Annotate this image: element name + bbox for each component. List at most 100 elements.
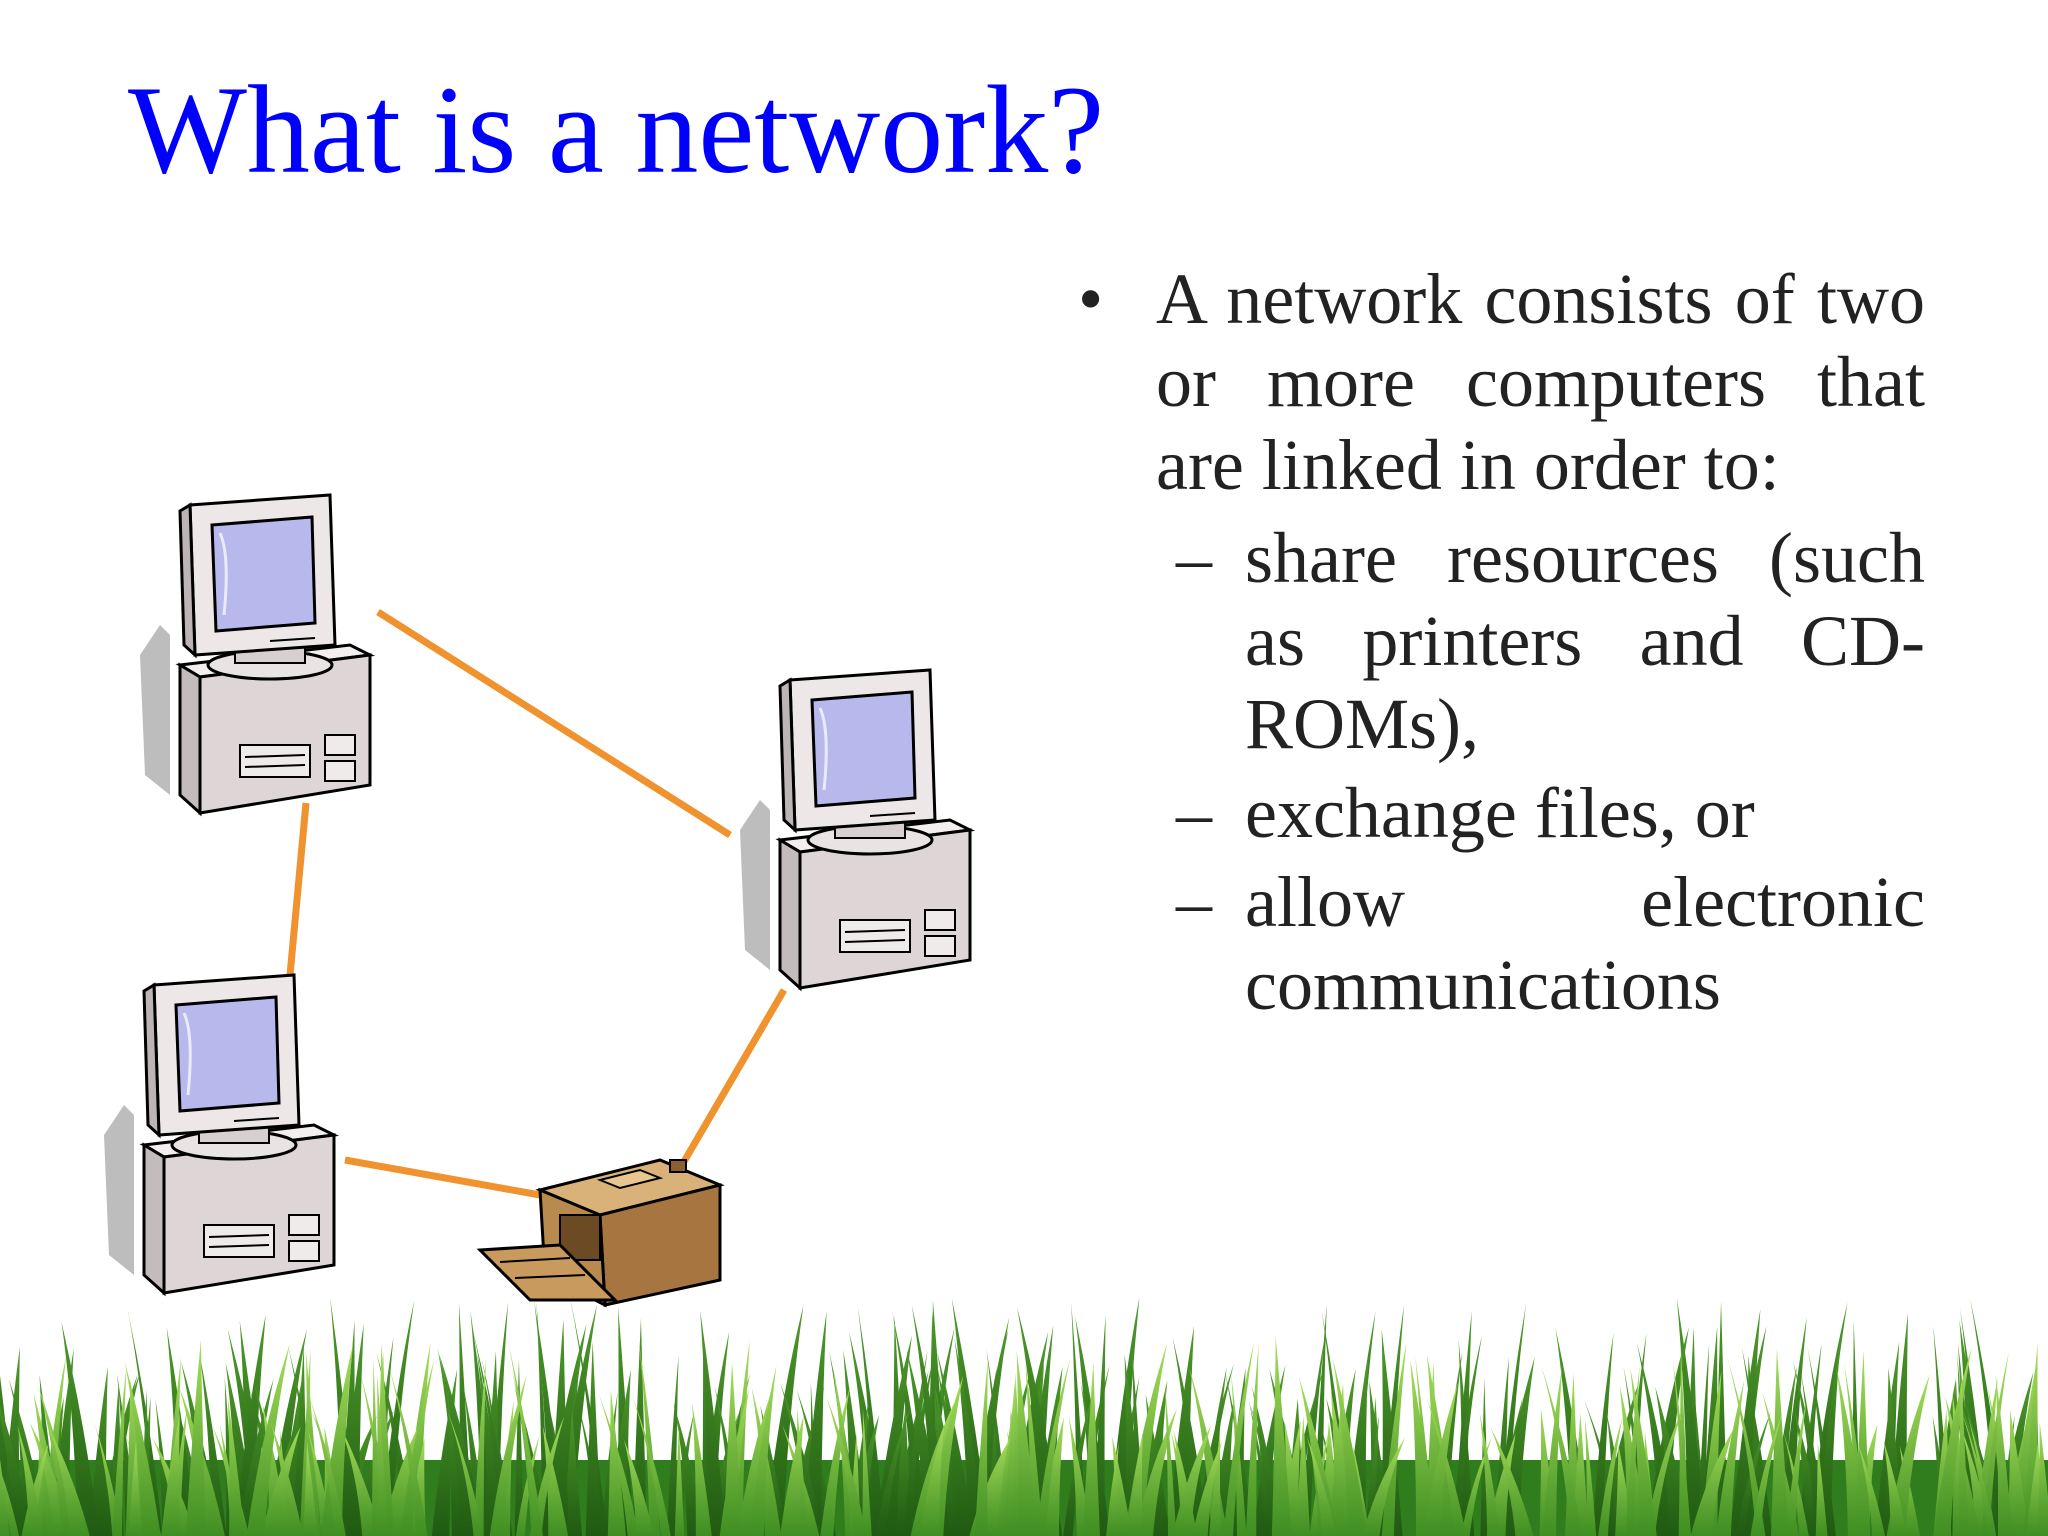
grass-blade <box>1016 1351 1038 1536</box>
grass-blade <box>0 1404 33 1536</box>
grass-blade <box>1960 1409 1996 1536</box>
grass-blade <box>1584 1417 1597 1536</box>
grass-blade <box>919 1425 944 1536</box>
grass-blade <box>1630 1367 1657 1536</box>
grass-blade <box>473 1358 486 1536</box>
grass-blade <box>862 1407 872 1536</box>
link-line <box>344 1156 541 1199</box>
bullet-item: • A network consists of two or more comp… <box>1070 258 1925 507</box>
grass-blade <box>585 1341 602 1536</box>
grass-blade <box>937 1351 975 1536</box>
link-line <box>376 609 732 838</box>
grass-blade <box>389 1368 428 1536</box>
grass-blade <box>1690 1427 1735 1536</box>
bullet-list: • A network consists of two or more comp… <box>1070 258 1925 1027</box>
grass-blade <box>1306 1436 1337 1536</box>
computer-icon <box>138 493 372 815</box>
sub-bullet-item: – allow electronic communications <box>1070 861 1925 1027</box>
grass-blade <box>0 1459 11 1536</box>
link-line <box>678 988 788 1167</box>
grass-blade <box>542 1426 569 1536</box>
grass-blade <box>270 1422 304 1536</box>
grass-blade <box>974 1360 988 1536</box>
grass-blade <box>2037 1421 2048 1536</box>
dash-glyph: – <box>1176 773 1212 853</box>
grass-blade <box>1644 1405 1684 1536</box>
grass-blade <box>128 1439 142 1536</box>
grass-blade <box>514 1359 524 1536</box>
grass-blade <box>563 1410 583 1536</box>
printer-icon <box>476 1158 725 1308</box>
grass-blade <box>489 1374 528 1536</box>
grass-blade <box>1134 1408 1178 1536</box>
grass-blade <box>445 1373 463 1536</box>
grass-blade <box>2007 1409 2029 1536</box>
grass-blade <box>1676 1297 1707 1536</box>
grass-blade <box>1035 1359 1070 1536</box>
grass-blade <box>1854 1350 1871 1536</box>
sub-bullet-text: exchange files, or <box>1245 773 1755 853</box>
sub-bullet-list: – share resources (such as printers and … <box>1070 517 1925 1027</box>
grass-blade <box>234 1314 266 1536</box>
grass-blade <box>1957 1369 1969 1536</box>
grass-blade <box>1542 1366 1563 1536</box>
grass-blade <box>826 1396 867 1536</box>
grass-blade <box>309 1398 346 1536</box>
grass-blade <box>1082 1362 1100 1536</box>
grass-blade <box>607 1389 626 1536</box>
grass-blade <box>903 1350 928 1536</box>
sub-bullet-text: share resources (such as printers and CD… <box>1245 518 1925 764</box>
grass-blade <box>1490 1427 1534 1536</box>
grass-blade <box>1460 1436 1492 1536</box>
grass-blade <box>691 1402 712 1536</box>
grass-blade <box>892 1312 929 1536</box>
grass-blade <box>320 1344 354 1536</box>
bullet-text: A network consists of two or more comput… <box>1156 259 1925 505</box>
grass-blade <box>47 1424 90 1536</box>
grass-blade <box>1857 1442 1886 1536</box>
grass-blade <box>1071 1302 1087 1536</box>
grass-blade <box>1223 1342 1254 1536</box>
grass-blade <box>1126 1432 1143 1536</box>
grass-blade <box>1271 1336 1292 1536</box>
grass-blade <box>737 1388 773 1536</box>
grass-blade <box>1697 1343 1710 1536</box>
sub-bullet-item: – share resources (such as printers and … <box>1070 517 1925 766</box>
grass-blade <box>376 1374 389 1536</box>
network-diagram <box>102 493 972 1308</box>
grass-blade <box>1192 1442 1222 1536</box>
grass-blade <box>1770 1348 1789 1536</box>
grass-blade <box>1598 1418 1623 1536</box>
grass-blade <box>1450 1335 1482 1536</box>
grass-blade <box>1970 1297 2007 1536</box>
grass-blade <box>161 1413 181 1536</box>
grass-blade <box>666 1354 679 1536</box>
grass-blade <box>1716 1380 1745 1536</box>
grass-blade <box>1815 1442 1828 1536</box>
grass-blade <box>1541 1365 1583 1536</box>
computer-icon <box>102 973 336 1295</box>
grass-blade <box>1727 1357 1766 1536</box>
grass-blade <box>1332 1358 1368 1536</box>
grass-blade <box>61 1321 100 1536</box>
grass-blade <box>246 1344 290 1536</box>
computer-icon <box>738 668 972 990</box>
dash-glyph: – <box>1176 518 1212 598</box>
grass-blade <box>1171 1431 1195 1536</box>
grass-blade <box>0 1469 20 1536</box>
grass-blade <box>1817 1335 1841 1536</box>
grass-blade <box>166 1326 196 1536</box>
grass-blade <box>1164 1383 1177 1536</box>
grass-blade <box>1883 1440 1908 1536</box>
slide-title: What is a network? <box>128 61 1105 200</box>
grass-blade <box>1678 1346 1689 1536</box>
grass-blade <box>954 1337 984 1536</box>
grass-blade <box>1172 1336 1209 1536</box>
dash-glyph: – <box>1176 862 1212 942</box>
grass-blade <box>700 1310 727 1536</box>
grass-blade <box>1106 1443 1119 1536</box>
grass-blade <box>1479 1412 1500 1536</box>
grass-blade <box>227 1397 245 1536</box>
grass-blade <box>17 1425 45 1536</box>
